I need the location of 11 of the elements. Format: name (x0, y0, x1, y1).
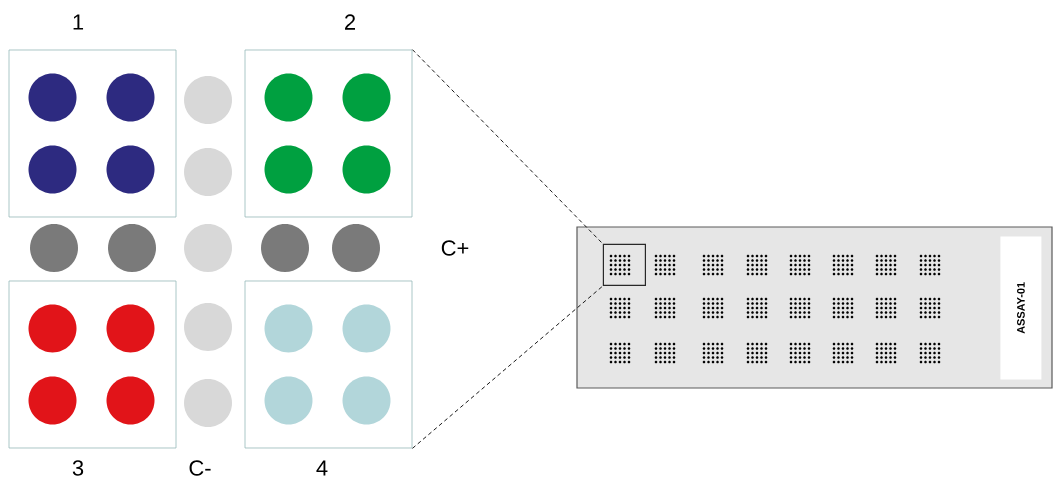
box-number: 4 (316, 460, 328, 476)
slide-drawing (576, 226, 1053, 389)
zoom-frame (602, 243, 646, 286)
control-label: C- (189, 460, 211, 476)
box-number: 3 (72, 460, 84, 476)
zoom-line (411, 285, 604, 449)
slide-label: ASSAY-01 (1000, 236, 1042, 380)
box-number: 1 (73, 14, 84, 30)
box-number: 2 (345, 14, 355, 30)
control-label: C+ (441, 240, 469, 256)
zoom-line (411, 49, 604, 245)
